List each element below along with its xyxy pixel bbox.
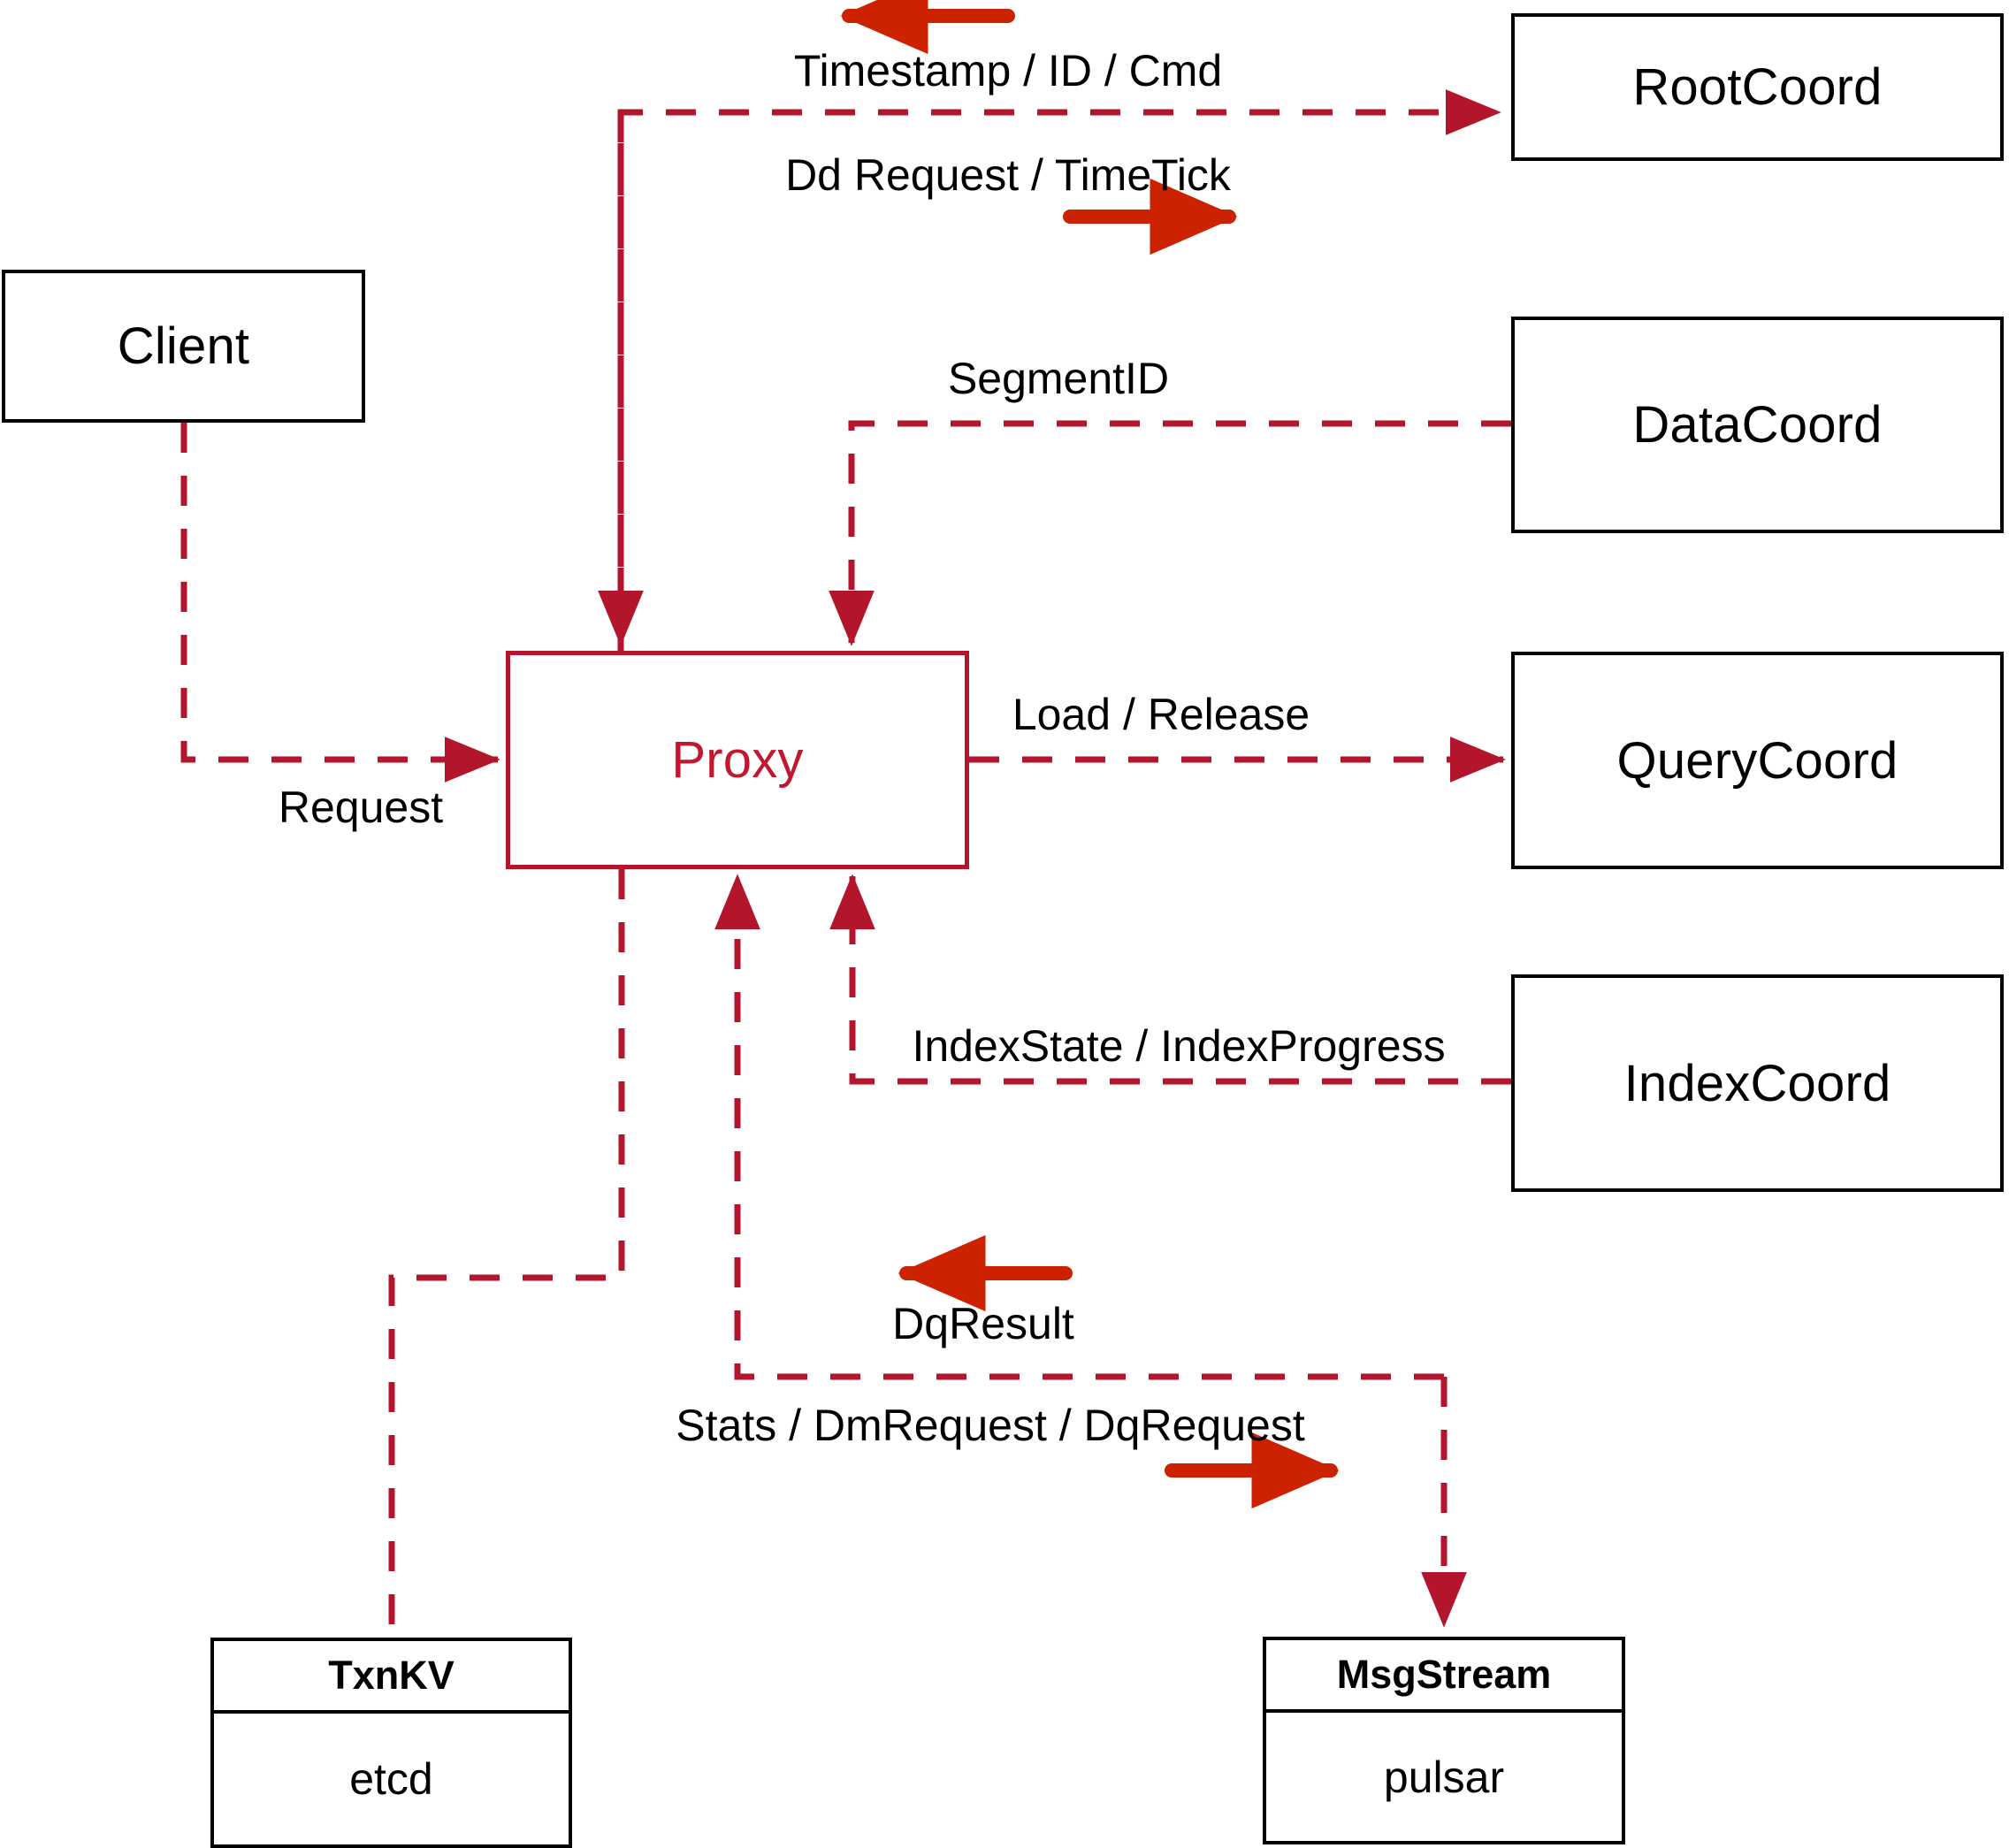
node-msgstream-impl: pulsar: [1383, 1752, 1505, 1802]
edge-proxy-to-txnkv: [388, 869, 625, 1638]
edge-datacoord-to-proxy: [829, 420, 1511, 646]
edge-client-to-proxy: [180, 423, 500, 783]
node-datacoord-label: DataCoord: [1632, 396, 1883, 454]
edge-label-segment-id: SegmentID: [947, 354, 1170, 403]
node-rootcoord-label: RootCoord: [1632, 58, 1883, 116]
node-proxy-label: Proxy: [671, 731, 804, 789]
node-indexcoord[interactable]: IndexCoord: [1511, 974, 2004, 1192]
edge-label-index-state-progress: IndexState / IndexProgress: [912, 1021, 1446, 1071]
edge-label-stats-dm-dq-request: Stats / DmRequest / DqRequest: [676, 1401, 1305, 1450]
node-querycoord-label: QueryCoord: [1616, 731, 1898, 790]
node-txnkv-title: TxnKV: [214, 1641, 569, 1714]
edge-msgstream-to-proxy: [714, 874, 1444, 1380]
node-querycoord[interactable]: QueryCoord: [1511, 652, 2004, 869]
node-rootcoord[interactable]: RootCoord: [1511, 13, 2004, 161]
node-indexcoord-label: IndexCoord: [1623, 1054, 1891, 1112]
node-msgstream-title: MsgStream: [1266, 1640, 1622, 1713]
node-txnkv-impl: etcd: [349, 1754, 433, 1804]
node-msgstream[interactable]: MsgStream pulsar: [1263, 1637, 1625, 1844]
edge-label-dd-request-timetick: Dd Request / TimeTick: [785, 150, 1231, 200]
edge-label-load-release: Load / Release: [1012, 690, 1310, 739]
edge-label-timestamp-id-cmd: Timestamp / ID / Cmd: [793, 46, 1223, 95]
node-client-label: Client: [117, 317, 250, 375]
node-proxy[interactable]: Proxy: [506, 651, 969, 869]
edge-label-request: Request: [278, 783, 444, 832]
node-datacoord[interactable]: DataCoord: [1511, 317, 2004, 533]
node-client[interactable]: Client: [2, 270, 365, 423]
node-txnkv[interactable]: TxnKV etcd: [210, 1638, 572, 1848]
edge-label-dq-result: DqResult: [892, 1299, 1074, 1348]
